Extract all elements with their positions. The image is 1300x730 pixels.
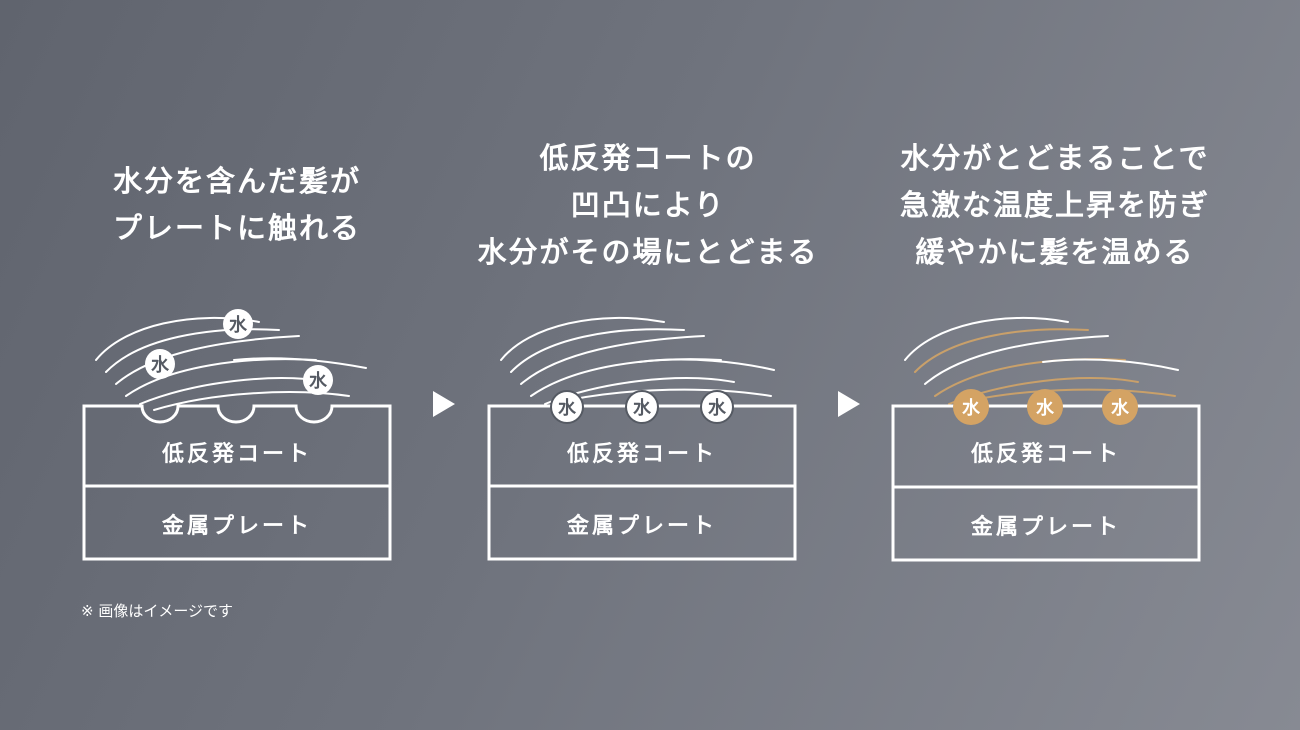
water-droplet: 水	[145, 349, 175, 379]
water-label: 水	[558, 397, 577, 419]
water-droplet: 水	[223, 309, 253, 339]
step1-panel: 水 水 水 低反発コート 金属プレート	[82, 300, 394, 565]
heated-water-droplet: 水	[1102, 389, 1138, 425]
water-label: 水	[962, 397, 981, 419]
step2-caption: 低反発コートの 凹凸により 水分がその場にとどまる	[470, 135, 826, 276]
water-label: 水	[229, 314, 248, 336]
next-step-arrow-icon	[433, 391, 455, 417]
step1-caption-line1: 水分を含んだ髪が	[112, 164, 361, 198]
low-rebound-coat-layer	[82, 404, 392, 488]
step3-panel: 水 水 水 低反発コート 金属プレート	[891, 300, 1203, 565]
image-disclaimer: ※ 画像はイメージです	[81, 602, 234, 620]
heated-water-droplet: 水	[1027, 389, 1063, 425]
water-label: 水	[1111, 397, 1130, 419]
step3-caption-line2: 急激な温度上昇を防ぎ	[899, 188, 1210, 222]
water-label: 水	[708, 397, 727, 419]
step2-caption-line1: 低反発コートの	[539, 141, 757, 175]
hair-strands	[95, 316, 367, 411]
step3-illustration: 水 水 水	[891, 316, 1201, 562]
layer-label-plate: 金属プレート	[161, 514, 312, 539]
water-droplet: 水	[700, 390, 734, 424]
layer-label-coat: 低反発コート	[566, 442, 717, 467]
water-droplet: 水	[550, 390, 584, 424]
layer-label-coat: 低反発コート	[970, 442, 1121, 467]
metal-plate-layer	[82, 484, 392, 561]
step2-caption-line2: 凹凸により	[570, 188, 726, 222]
heated-water-droplet: 水	[953, 389, 989, 425]
step1-caption: 水分を含んだ髪が プレートに触れる	[87, 158, 387, 252]
layer-label-plate: 金属プレート	[566, 514, 717, 539]
next-step-arrow-icon	[838, 391, 860, 417]
step3-caption-line3: 緩やかに髪を温める	[915, 235, 1195, 269]
water-label: 水	[1036, 397, 1055, 419]
step1-caption-line2: プレートに触れる	[112, 211, 361, 245]
step1-illustration: 水 水 水	[82, 309, 392, 561]
water-label: 水	[633, 397, 652, 419]
hair-strands	[904, 316, 1179, 405]
water-droplet: 水	[625, 390, 659, 424]
water-label: 水	[309, 370, 328, 392]
metal-plate-layer	[891, 485, 1201, 562]
water-droplet: 水	[303, 365, 333, 395]
step2-caption-line3: 水分がその場にとどまる	[477, 235, 819, 269]
layer-label-plate: 金属プレート	[970, 515, 1121, 540]
step3-caption: 水分がとどまることで 急激な温度上昇を防ぎ 緩やかに髪を温める	[880, 135, 1230, 276]
step2-illustration: 水 水 水	[487, 316, 797, 561]
step3-caption-line1: 水分がとどまることで	[900, 141, 1210, 175]
water-label: 水	[151, 354, 170, 376]
metal-plate-layer	[487, 484, 797, 561]
hair-strands	[500, 316, 775, 405]
layer-label-coat: 低反発コート	[161, 442, 312, 467]
step2-panel: 水 水 水 低反発コート 金属プレート	[487, 300, 799, 565]
